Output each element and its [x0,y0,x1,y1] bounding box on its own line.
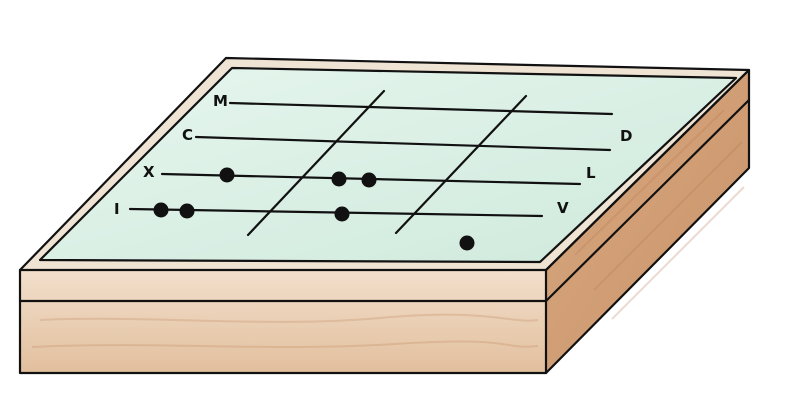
label-m: M [213,92,228,110]
line-c [194,135,612,152]
counter-x-3 [361,172,377,188]
label-i: I [114,200,120,218]
counter-x-2 [331,171,347,187]
counter-i-1 [153,202,169,218]
diagonal-line-right [394,94,528,235]
board-front-face [20,270,546,373]
board-right-side-face [546,70,749,373]
label-x: X [143,163,155,181]
line-m [228,101,614,116]
front-texture [31,313,539,349]
board-top-surface [40,68,736,262]
diagonal-line-left [246,89,386,237]
counters [153,167,475,251]
board-right-side-outline [544,68,751,375]
board-inner-top-outline [38,66,738,264]
side-texture [574,109,745,320]
label-c: C [182,126,193,144]
label-l: L [586,164,596,182]
label-d: D [620,127,632,145]
counter-x-1 [219,167,235,183]
counter-i-3 [334,206,350,222]
board-front-outline [18,268,548,375]
board-body [18,56,751,375]
label-v: V [557,199,569,217]
line-labels: M C D X L I V [114,92,632,218]
counter-i-2 [179,203,195,219]
counter-extra [459,235,475,251]
board-side-divider [544,98,751,303]
